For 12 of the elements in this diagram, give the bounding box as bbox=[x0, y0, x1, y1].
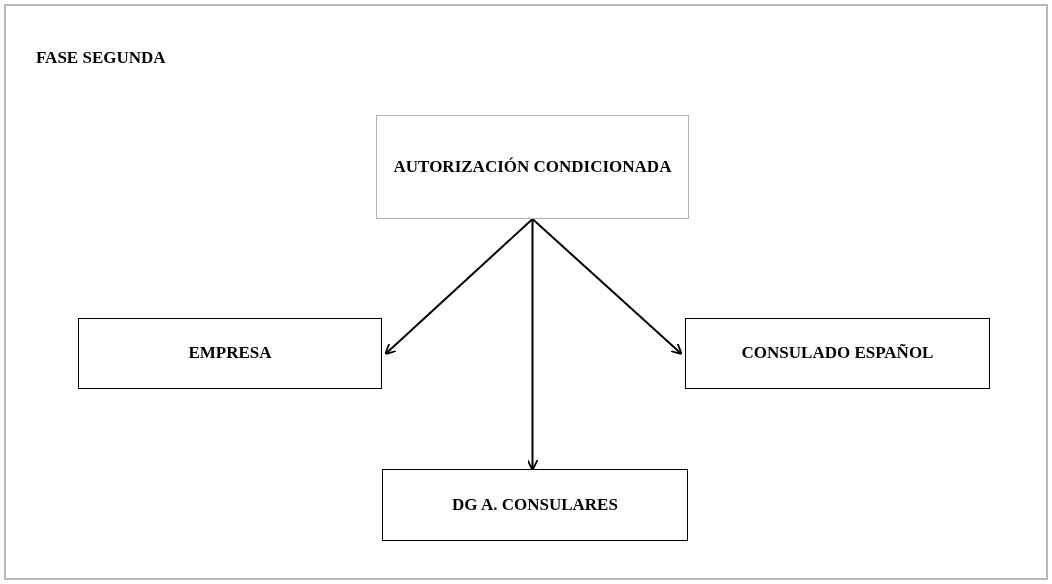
process-box bbox=[685, 318, 990, 389]
arrow bbox=[384, 218, 534, 356]
process-box bbox=[376, 115, 689, 219]
process-box bbox=[78, 318, 382, 389]
arrow bbox=[526, 218, 539, 471]
diagram-title: FASE SEGUNDA bbox=[36, 48, 166, 68]
box-label: AUTORIZACIÓN CONDICIONADA bbox=[393, 155, 672, 178]
box-label: DG A. CONSULARES bbox=[452, 493, 618, 516]
arrow bbox=[531, 218, 683, 356]
process-box bbox=[382, 469, 688, 541]
box-label: CONSULADO ESPAÑOL bbox=[741, 342, 934, 365]
box-label: EMPRESA bbox=[188, 342, 272, 365]
